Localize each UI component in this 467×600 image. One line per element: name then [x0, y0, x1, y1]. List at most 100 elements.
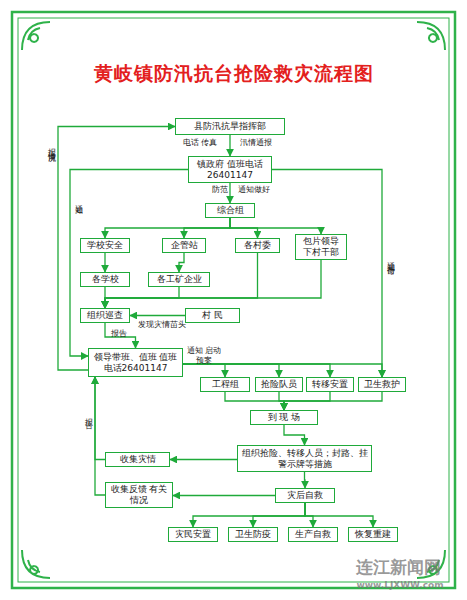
box-text-group: 收集反馈 有关情况: [108, 484, 170, 506]
box-text-group: 企管站: [171, 240, 198, 251]
flow-arrow: [253, 503, 305, 527]
process-box: 各村委: [235, 238, 280, 253]
flow-arrow: [130, 315, 185, 316]
box-text: 灾民安置: [175, 529, 211, 540]
box-text-group: 卫生救护: [364, 379, 400, 390]
box-text-group: 县防汛抗旱指挥部: [194, 121, 266, 132]
box-text-group: 抢险队员: [261, 379, 297, 390]
process-box: 到 现 场: [250, 410, 318, 425]
diagram-title: 黄岐镇防汛抗台抢险救灾流程图: [0, 61, 467, 87]
flow-arrow: [183, 364, 279, 377]
flow-arrow: [193, 503, 305, 527]
flow-arrow: [279, 392, 284, 410]
process-box: 领导带班、值班 值班电话26401147: [88, 348, 183, 377]
box-text-group: 学校安全: [87, 240, 123, 251]
flow-arrow: [230, 218, 321, 234]
box-text-group: 组织巡查: [87, 310, 123, 321]
box-text-group: 综合组: [217, 205, 244, 216]
flow-arrow: [95, 377, 105, 495]
box-text-group: 灾民安置: [175, 529, 211, 540]
box-text: 村 民: [202, 310, 223, 321]
flow-arrow: [305, 503, 313, 527]
process-box: 卫生防疫: [228, 527, 278, 542]
flow-arrow: [183, 364, 330, 377]
flow-arrow: [229, 183, 230, 203]
box-text-group: 到 现 场: [268, 412, 301, 423]
process-box: 生产自救: [288, 527, 338, 542]
process-box: 收集反馈 有关情况: [105, 482, 173, 508]
flow-arrow: [225, 392, 284, 410]
box-text: 收集灾情: [120, 454, 156, 465]
box-text-group: 生产自救: [295, 529, 331, 540]
flow-arrow: [95, 377, 105, 460]
edge-label: 通知 启动预案: [185, 346, 223, 366]
box-text: 到 现 场: [268, 412, 301, 423]
box-text: 抢险队员: [261, 379, 297, 390]
box-text: 卫生救护: [364, 379, 400, 390]
box-text: 灾后自救: [287, 490, 323, 501]
box-text-group: 收集灾情: [120, 454, 156, 465]
flow-arrow: [229, 135, 230, 156]
watermark: www.LJXWW.com: [350, 580, 450, 591]
flow-arrow: [284, 425, 305, 445]
edge-label: 通知待命: [385, 255, 395, 263]
box-text: 组织抢险、转移人员；封路、挂警示牌等措施: [240, 448, 369, 470]
box-text-group: 卫生防疫: [235, 529, 271, 540]
edge-label: 电话 传真: [180, 138, 220, 148]
box-text: 各村委: [244, 240, 271, 251]
box-text-group: 组织抢险、转移人员；封路、挂警示牌等措施: [240, 448, 369, 470]
process-box: 工程组: [200, 377, 250, 392]
process-box: 县防汛抗旱指挥部: [175, 118, 285, 135]
process-box: 恢复重建: [348, 527, 398, 542]
annotation: 汛情通报: [236, 138, 276, 148]
process-box: 综合组: [205, 203, 255, 218]
edge-label: 通知: [73, 198, 83, 202]
box-text-group: 灾后自救: [287, 490, 323, 501]
watermark: 连江新闻网: [348, 558, 448, 577]
box-text: 领导带班、值班 值班电话26401147: [91, 352, 180, 374]
flow-arrow: [58, 127, 175, 371]
box-text: 学校安全: [87, 240, 123, 251]
flow-arrow: [105, 260, 321, 308]
process-box: 企管站: [162, 238, 206, 253]
box-text: 镇政府 值班电话26401147: [191, 159, 269, 181]
box-text: 收集反馈 有关情况: [108, 484, 170, 506]
flow-arrow: [184, 218, 230, 238]
box-text-group: 领导带班、值班 值班电话26401147: [91, 352, 180, 374]
process-box: 转移安置: [306, 377, 354, 392]
edge-label: 报告: [109, 329, 129, 339]
box-text-group: 镇政府 值班电话26401147: [191, 159, 269, 181]
inner-border: [18, 18, 449, 582]
box-text: 转移安置: [312, 379, 348, 390]
outer-border: [12, 12, 455, 588]
process-box: 抢险队员: [255, 377, 303, 392]
flow-arrow: [173, 495, 275, 496]
flow-arrow: [305, 503, 373, 527]
flow-arrow: [105, 323, 136, 348]
box-text: 各工矿企业: [157, 274, 202, 285]
box-text: 综合组: [217, 205, 244, 216]
process-box: 各工矿企业: [148, 272, 210, 287]
edge-label: 发现灾情苗头: [134, 320, 190, 330]
flow-arrow: [105, 218, 230, 238]
box-text-group: 恢复重建: [355, 529, 391, 540]
process-box: 卫生救护: [358, 377, 406, 392]
box-text-group: 各村委: [244, 240, 271, 251]
corner-ornaments: [22, 22, 445, 578]
flow-arrow: [272, 170, 382, 378]
flow-arrow: [170, 459, 237, 460]
process-box: 组织巡查: [80, 308, 130, 323]
box-text-group: 各学校: [92, 274, 119, 285]
process-box: 学校安全: [80, 238, 130, 253]
process-box: 村 民: [185, 308, 240, 323]
box-text: 县防汛抗旱指挥部: [194, 121, 266, 132]
flow-arrow: [179, 253, 184, 272]
box-text: 企管站: [171, 240, 198, 251]
box-text: 工程组: [212, 379, 239, 390]
box-text-group: 工程组: [212, 379, 239, 390]
flow-arrow: [183, 364, 382, 377]
process-box: 镇政府 值班电话26401147: [188, 156, 272, 183]
box-text: 生产自救: [295, 529, 331, 540]
